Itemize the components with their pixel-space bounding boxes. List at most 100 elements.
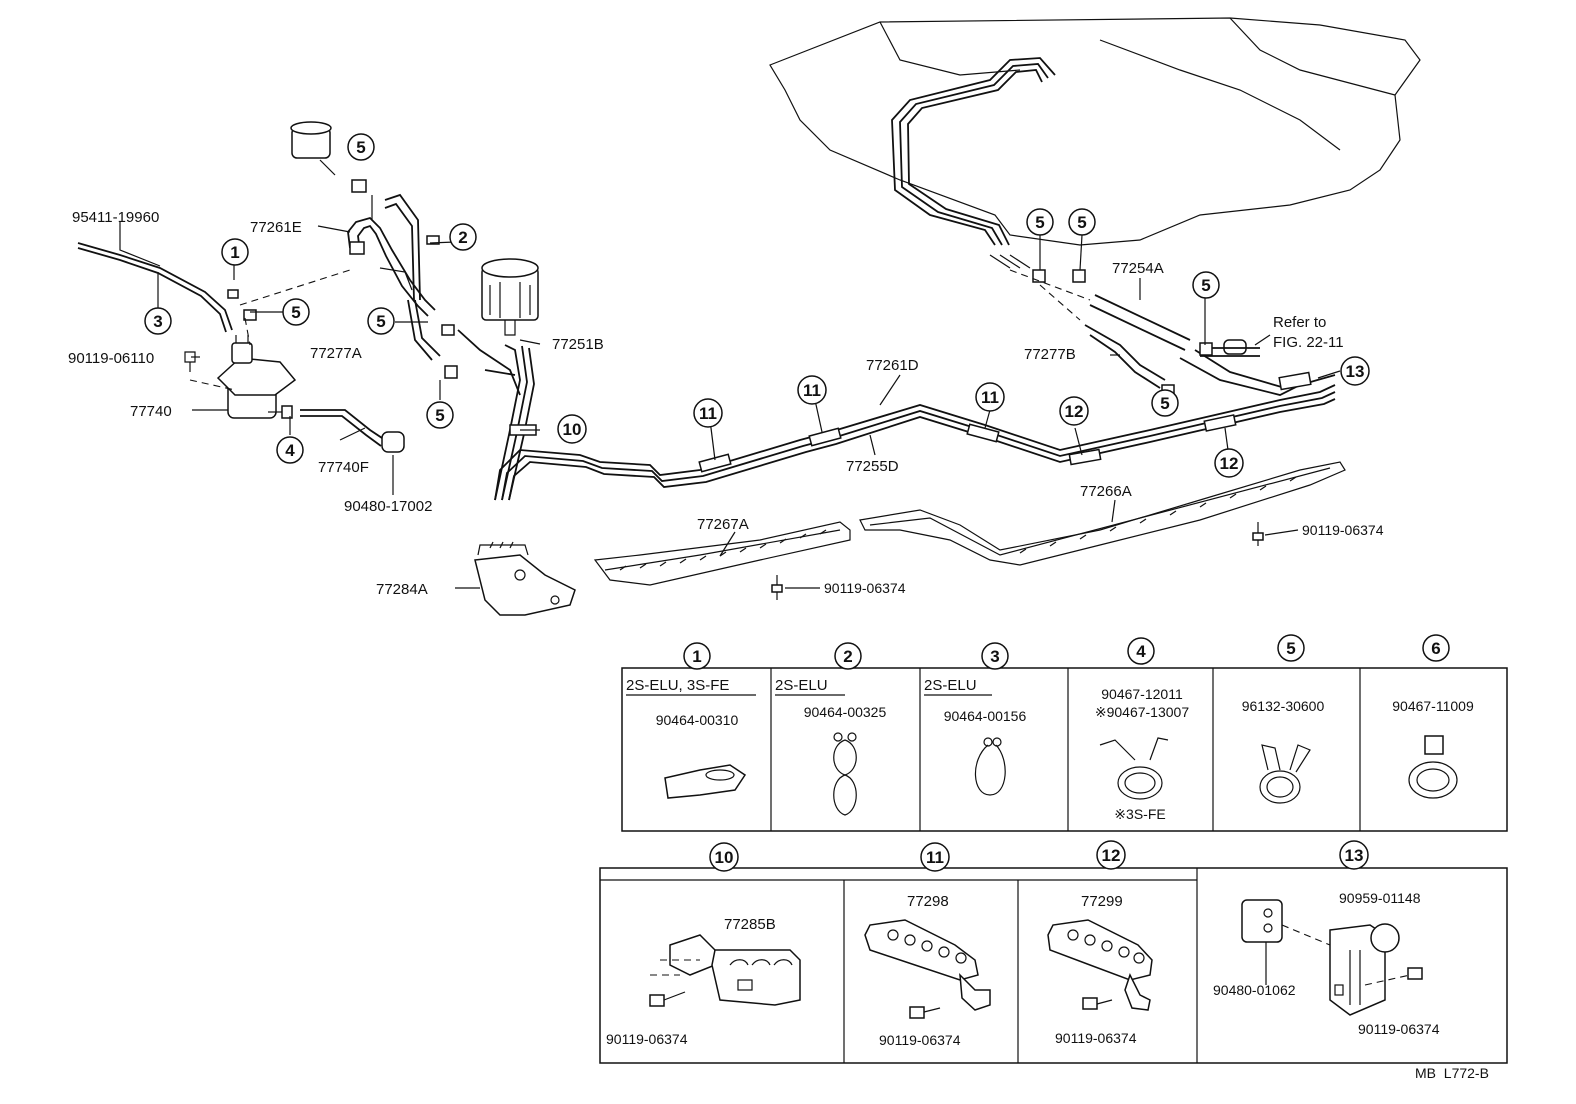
svg-text:4: 4 <box>1136 642 1146 661</box>
svg-text:※90467-13007: ※90467-13007 <box>1095 704 1189 720</box>
svg-text:3: 3 <box>153 312 162 331</box>
callout-11-b: 11 <box>797 375 827 405</box>
engine-label-2: 2S-ELU <box>775 677 828 694</box>
callout-11-a: 11 <box>693 398 723 428</box>
svg-text:5: 5 <box>356 138 365 157</box>
label-90480-17002: 90480-17002 <box>344 498 432 515</box>
label-90119-06110: 90119-06110 <box>68 350 154 367</box>
svg-text:90119-06374: 90119-06374 <box>606 1031 688 1047</box>
label-77266A: 77266A <box>1080 483 1132 500</box>
table-col-13: 13 90959-01148 90480-01062 90119-06374 <box>1213 840 1440 1037</box>
svg-text:5: 5 <box>1077 213 1086 232</box>
table-col-6: 6 90467-11009 <box>1392 634 1474 799</box>
callout-2: 2 <box>449 223 477 251</box>
svg-text:2: 2 <box>458 228 467 247</box>
svg-text:3: 3 <box>990 647 999 666</box>
left-assembly <box>77 121 539 453</box>
engine-label-1: 2S-ELU, 3S-FE <box>626 677 729 694</box>
svg-text:90119-06374: 90119-06374 <box>1055 1030 1137 1046</box>
leader-lines <box>119 195 1341 589</box>
svg-text:2: 2 <box>843 647 852 666</box>
callout-13: 13 <box>1340 356 1370 386</box>
callout-5-d: 5 <box>1026 208 1054 236</box>
bracket-77284A <box>474 541 576 616</box>
table-col-11: 11 77298 90119-06374 <box>864 842 991 1048</box>
svg-text:10: 10 <box>563 420 582 439</box>
label-77277A: 77277A <box>310 345 362 362</box>
svg-text:5: 5 <box>291 303 300 322</box>
table-col-5: 5 96132-30600 <box>1242 634 1325 804</box>
svg-text:90959-01148: 90959-01148 <box>1339 890 1421 906</box>
svg-text:13: 13 <box>1346 362 1365 381</box>
svg-text:5: 5 <box>435 406 444 425</box>
callout-5-f: 5 <box>1192 271 1220 299</box>
svg-text:6: 6 <box>1431 639 1440 658</box>
svg-text:10: 10 <box>715 848 734 867</box>
callout-5-a: 5 <box>282 298 310 326</box>
table-col-3: 3 2S-ELU 90464-00156 <box>924 642 1027 796</box>
label-77285B: 77285B <box>724 916 776 933</box>
svg-text:11: 11 <box>699 404 717 423</box>
table-col-1: 1 2S-ELU, 3S-FE 90464-00310 <box>626 642 756 799</box>
svg-text:90480-01062: 90480-01062 <box>1213 982 1296 998</box>
callout-5-e: 5 <box>1068 208 1096 236</box>
label-77740: 77740 <box>130 403 172 420</box>
svg-text:90464-00325: 90464-00325 <box>804 704 887 720</box>
label-77277B: 77277B <box>1024 346 1076 363</box>
note-3s-fe: ※3S-FE <box>1114 806 1165 822</box>
svg-text:11: 11 <box>926 848 944 867</box>
svg-text:12: 12 <box>1220 454 1239 473</box>
callout-circles: 5 2 1 3 5 5 5 4 10 11 11 11 12 12 13 5 5… <box>144 133 1370 478</box>
protector-bolts <box>771 522 1264 600</box>
svg-text:5: 5 <box>1160 394 1169 413</box>
label-77299: 77299 <box>1081 893 1123 910</box>
callout-3: 3 <box>144 307 172 335</box>
callout-6: 5 <box>347 133 375 161</box>
callout-12-a: 12 <box>1059 396 1089 426</box>
refer-to-text: Refer to <box>1273 314 1326 331</box>
label-77255D: 77255D <box>846 458 899 475</box>
svg-text:5: 5 <box>1201 276 1210 295</box>
label-77261D: 77261D <box>866 357 919 374</box>
parts-table-row-2: 10 77285B 90119-06374 11 77298 90119-063… <box>599 840 1508 1064</box>
svg-text:12: 12 <box>1065 402 1084 421</box>
line-protectors <box>593 461 1346 586</box>
parts-table-row-1: 1 2S-ELU, 3S-FE 90464-00310 2 2S-ELU 904… <box>621 634 1508 832</box>
engine-label-3: 2S-ELU <box>924 677 977 694</box>
tank-hoses <box>1009 269 1260 398</box>
svg-text:11: 11 <box>981 388 999 407</box>
refer-fig-text: FIG. 22-11 <box>1273 334 1344 351</box>
callout-5-b: 5 <box>367 307 395 335</box>
figure-reference: MB L772-B <box>1415 1065 1489 1081</box>
label-77254A: 77254A <box>1112 260 1164 277</box>
label-77298: 77298 <box>907 893 949 910</box>
callout-12-b: 12 <box>1214 448 1244 478</box>
svg-text:1: 1 <box>230 243 239 262</box>
svg-text:90467-12011: 90467-12011 <box>1101 686 1183 702</box>
svg-text:90119-06374: 90119-06374 <box>879 1032 961 1048</box>
label-77267A: 77267A <box>697 516 749 533</box>
label-77251B: 77251B <box>552 336 604 353</box>
label-95411-19960: 95411-19960 <box>72 209 159 226</box>
label-90119-06374-a: 90119-06374 <box>824 580 906 596</box>
svg-text:5: 5 <box>376 312 385 331</box>
callout-4: 4 <box>276 436 304 464</box>
callout-5-g: 5 <box>1151 389 1179 417</box>
table-col-12: 12 77299 90119-06374 <box>1047 840 1153 1046</box>
label-90119-06374-b: 90119-06374 <box>1302 522 1384 538</box>
part-labels: 95411-19960 90119-06110 77740 77740F 904… <box>68 209 1384 598</box>
callout-11-c: 11 <box>975 382 1005 412</box>
callout-10: 10 <box>557 414 587 444</box>
svg-text:96132-30600: 96132-30600 <box>1242 698 1325 714</box>
label-77740F: 77740F <box>318 459 369 476</box>
svg-text:90119-06374: 90119-06374 <box>1358 1021 1440 1037</box>
svg-text:90464-00156: 90464-00156 <box>944 708 1027 724</box>
callout-1: 1 <box>221 238 249 266</box>
callout-5-c: 5 <box>426 401 454 429</box>
table-col-10: 10 77285B 90119-06374 <box>606 842 801 1047</box>
svg-text:1: 1 <box>692 647 701 666</box>
svg-text:12: 12 <box>1102 846 1121 865</box>
svg-text:90467-11009: 90467-11009 <box>1392 698 1474 714</box>
svg-text:90464-00310: 90464-00310 <box>656 712 739 728</box>
